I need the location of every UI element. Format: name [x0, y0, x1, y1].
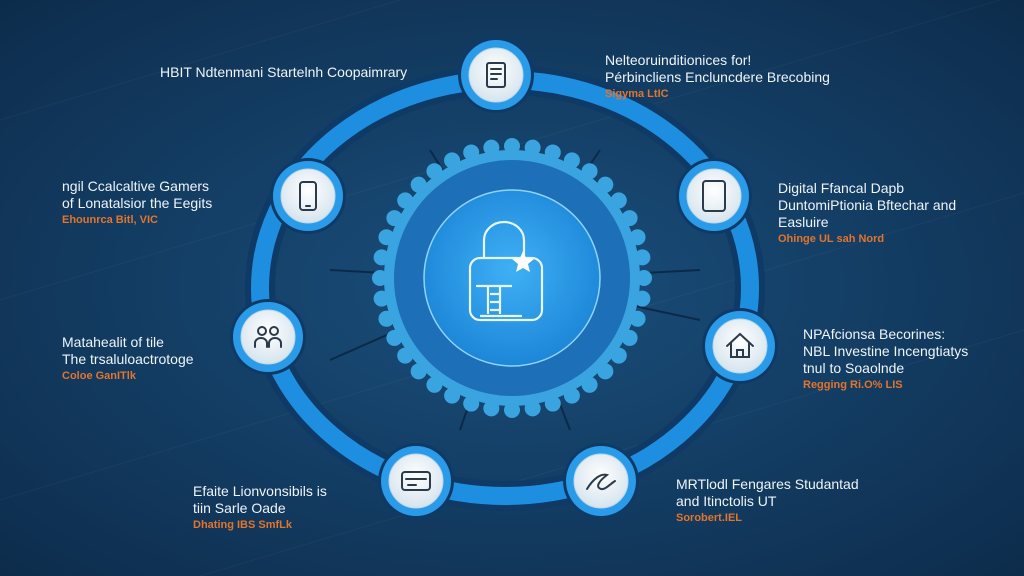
label-text: Easluire [778, 214, 829, 230]
badge-tooth [563, 387, 580, 404]
node-bottom-right [563, 443, 639, 519]
label-text: NBL Investine Incengtiatys [803, 343, 969, 359]
label-text: MRTlodl Fengares Studantad [676, 476, 859, 492]
badge-tooth [563, 152, 580, 169]
badge-tooth [373, 249, 390, 266]
document-icon [486, 62, 506, 88]
label-top-left: HBIT Ndtenmani Startelnh Coopaimrary [160, 64, 407, 81]
label-text: NPAfcionsa Becorines: [803, 326, 946, 342]
label-subtext: Dhating IBS SmfLk [193, 519, 293, 531]
smartphone-icon [299, 181, 317, 211]
badge-tooth [610, 347, 627, 364]
badge-tooth [410, 363, 427, 380]
people-group-icon [254, 326, 282, 348]
badge-tooth [629, 310, 646, 327]
node-right [702, 308, 778, 384]
label-bottom-right: MRTlodl Fengares Studantad and Itinctoli… [676, 476, 859, 526]
badge-tooth [386, 210, 403, 227]
badge-tooth [597, 363, 614, 380]
label-right: NPAfcionsa Becorines: NBL Investine Ince… [803, 326, 968, 393]
label-subtext: Ohinge UL sah Nord [778, 233, 885, 245]
badge-tooth [610, 192, 627, 209]
node-top [458, 37, 534, 113]
label-text: HBIT Ndtenmani Startelnh Coopaimrary [160, 64, 408, 80]
badge-tooth [581, 163, 598, 180]
badge-tooth [581, 376, 598, 393]
badge-tooth [373, 290, 390, 307]
badge-tooth [397, 347, 414, 364]
label-subtext: Ehounrca Bitl, VIC [62, 214, 158, 226]
badge-tooth [636, 270, 652, 286]
label-text: Nelteoruinditionices for! [605, 52, 752, 68]
label-text: Digital Ffancal Dapb [778, 180, 905, 196]
badge-tooth [386, 329, 403, 346]
badge-tooth [444, 152, 461, 169]
label-text: ngil Ccalcaltive Gamers [62, 178, 210, 194]
label-left: Matahealit of tile The trsaluloactrotoge… [62, 334, 194, 384]
label-text: of Lonatalsior the Eegits [62, 195, 213, 211]
label-text: Efaite Lionvonsibils is [193, 483, 327, 499]
label-top-right: Nelteoruinditionices for! Pérbincliens E… [605, 52, 830, 102]
label-bottom-left: Efaite Lionvonsibils is tiin Sarle Oade … [193, 483, 327, 533]
badge-tooth [426, 163, 443, 180]
label-subtext: Sorobert.IEL [676, 512, 743, 524]
label-text: tnul to Soaolnde [803, 360, 905, 376]
node-left [230, 299, 306, 375]
house-icon [726, 332, 754, 358]
badge-tooth [426, 376, 443, 393]
center-badge [372, 138, 652, 418]
badge-tooth [483, 400, 500, 417]
badge-tooth [621, 210, 638, 227]
badge-tooth [504, 138, 520, 154]
badge-tooth [504, 402, 520, 418]
badge-tooth [634, 290, 651, 307]
label-upper-left: ngil Ccalcaltive Gamers of Lonatalsior t… [62, 178, 212, 228]
badge-tooth [444, 387, 461, 404]
label-subtext: Coloe GanITlk [62, 370, 136, 382]
label-subtext: Sigyma LtIC [605, 88, 669, 100]
label-upper-right: Digital Ffancal Dapb DuntomiPtionia Bfte… [778, 180, 956, 247]
badge-tooth [544, 395, 561, 412]
label-text: Matahealit of tile [62, 334, 164, 350]
badge-tooth [629, 229, 646, 246]
label-subtext: Regging Ri.O% LIS [803, 379, 903, 391]
node-upper-right [676, 158, 752, 234]
label-text: tiin Sarle Oade [193, 500, 286, 516]
badge-tooth [634, 249, 651, 266]
label-text: and Itinctolis UT [676, 493, 777, 509]
badge-tooth [372, 270, 388, 286]
badge-tooth [397, 192, 414, 209]
badge-tooth [483, 139, 500, 156]
label-text: Pérbincliens Encluncdere Brecobing [605, 69, 830, 85]
padlock-document-star-icon [468, 220, 544, 322]
badge-tooth [544, 144, 561, 161]
signature-icon [586, 473, 616, 491]
node-bottom-left [378, 443, 454, 519]
label-text: The trsaluloactrotoge [62, 351, 194, 367]
label-text: DuntomiPtionia Bftechar and [778, 197, 957, 213]
badge-tooth [597, 176, 614, 193]
badge-tooth [524, 400, 541, 417]
badge-tooth [621, 329, 638, 346]
badge-tooth [524, 139, 541, 156]
badge-tooth [378, 310, 395, 327]
badge-tooth [463, 395, 480, 412]
badge-tooth [463, 144, 480, 161]
tablet-icon [702, 180, 726, 212]
badge-tooth [378, 229, 395, 246]
node-upper-left [270, 158, 346, 234]
badge-tooth [410, 176, 427, 193]
card-icon [401, 471, 431, 491]
